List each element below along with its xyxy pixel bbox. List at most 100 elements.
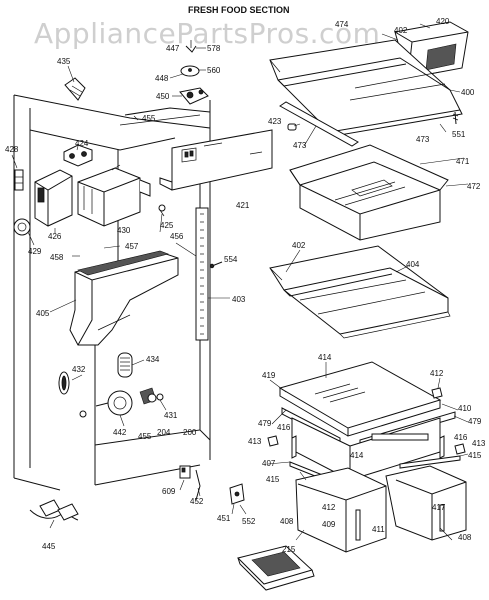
label-426: 426 [48,232,62,241]
housing-426 [34,169,73,233]
label-551: 551 [452,130,466,139]
slide-415-right [399,455,461,469]
bracket-452 [195,469,201,501]
air-duct-405 [69,250,179,346]
label-417: 417 [432,503,446,512]
label-400: 400 [461,88,475,97]
label-204: 204 [157,428,171,437]
label-416-right: 416 [454,433,468,442]
label-407: 407 [262,459,276,468]
label-415-left: 415 [266,475,280,484]
rail-473 [279,101,359,147]
label-404: 404 [406,260,420,269]
clip-412-right [431,387,443,399]
part-431 [156,393,164,401]
label-442: 442 [113,428,127,437]
label-412-right: 412 [430,369,444,378]
label-472: 472 [467,182,481,191]
control-panel-421 [159,129,273,191]
label-479-left: 479 [258,419,272,428]
label-414-mid: 414 [350,451,364,460]
label-554: 554 [224,255,238,264]
shelf-400 [269,39,463,137]
label-447: 447 [166,44,180,53]
drawer-408-right [385,465,467,541]
label-423: 423 [268,117,282,126]
shelf-404 [269,245,451,339]
label-455-top: 455 [142,114,156,123]
label-479-right: 479 [468,417,482,426]
clip-413-left [267,435,279,447]
rail-416-right [439,435,445,459]
cabinet-liner [13,94,211,491]
clip-425 [158,204,166,217]
label-411: 411 [372,525,385,534]
rail-403 [195,207,209,341]
label-435: 435 [57,57,71,66]
label-410: 410 [458,404,472,413]
screw-551 [452,111,459,125]
label-215: 215 [282,545,296,554]
label-578: 578 [207,44,221,53]
wire-harness-445 [29,499,79,529]
rail-416-left [291,435,297,459]
label-416-left: 416 [277,423,291,432]
label-408-right: 408 [458,533,472,542]
knob-560 [180,65,200,77]
light-socket-435 [64,65,86,101]
label-420: 420 [436,17,450,26]
part-labels: 435 447 578 448 560 450 455 424 428 426 … [5,17,486,554]
part-432 [58,371,70,395]
control-box-430 [77,164,151,227]
screw-554 [209,261,223,269]
label-471: 471 [456,157,470,166]
label-448: 448 [155,74,169,83]
label-473-left: 473 [293,141,307,150]
label-458: 458 [50,253,64,262]
label-402-top: 402 [394,26,408,35]
label-413-right: 413 [472,439,486,448]
part-428 [14,169,24,191]
label-552: 552 [242,517,256,526]
label-424: 424 [75,139,89,148]
label-450: 450 [156,92,170,101]
label-430: 430 [117,226,131,235]
section-title: FRESH FOOD SECTION [188,5,290,15]
knob-429 [13,218,35,246]
trim-455-top [119,114,201,126]
label-432: 432 [72,365,86,374]
label-403: 403 [232,295,246,304]
label-434: 434 [146,355,160,364]
label-473-right: 473 [416,135,430,144]
label-452: 452 [190,497,204,506]
knob-447 [185,40,197,53]
label-429: 429 [28,247,42,256]
label-560: 560 [207,66,221,75]
clip-413-right [454,443,466,455]
label-402-mid: 402 [292,241,306,250]
label-419: 419 [262,371,276,380]
label-455-bottom: 455 [138,432,152,441]
label-200: 200 [183,428,197,437]
label-414-top: 414 [318,353,332,362]
clip-609 [179,465,191,479]
hinge-451 [229,483,247,515]
leader-lines [11,23,469,541]
tray-215 [237,545,315,591]
label-474: 474 [335,20,349,29]
bracket-450 [179,87,209,105]
label-405: 405 [36,309,50,318]
label-412-left: 412 [322,503,336,512]
label-456: 456 [170,232,184,241]
label-408-left: 408 [280,517,294,526]
label-415-right: 415 [468,451,482,460]
vent-grille-434 [117,352,133,378]
label-457: 457 [125,242,139,251]
label-413-left: 413 [248,437,262,446]
watermark: AppliancePartsPros.com [34,17,380,50]
drawer-408-left [295,467,387,553]
label-425: 425 [160,221,174,230]
clip-423 [287,123,297,131]
shelf-cover-414 [278,361,442,437]
